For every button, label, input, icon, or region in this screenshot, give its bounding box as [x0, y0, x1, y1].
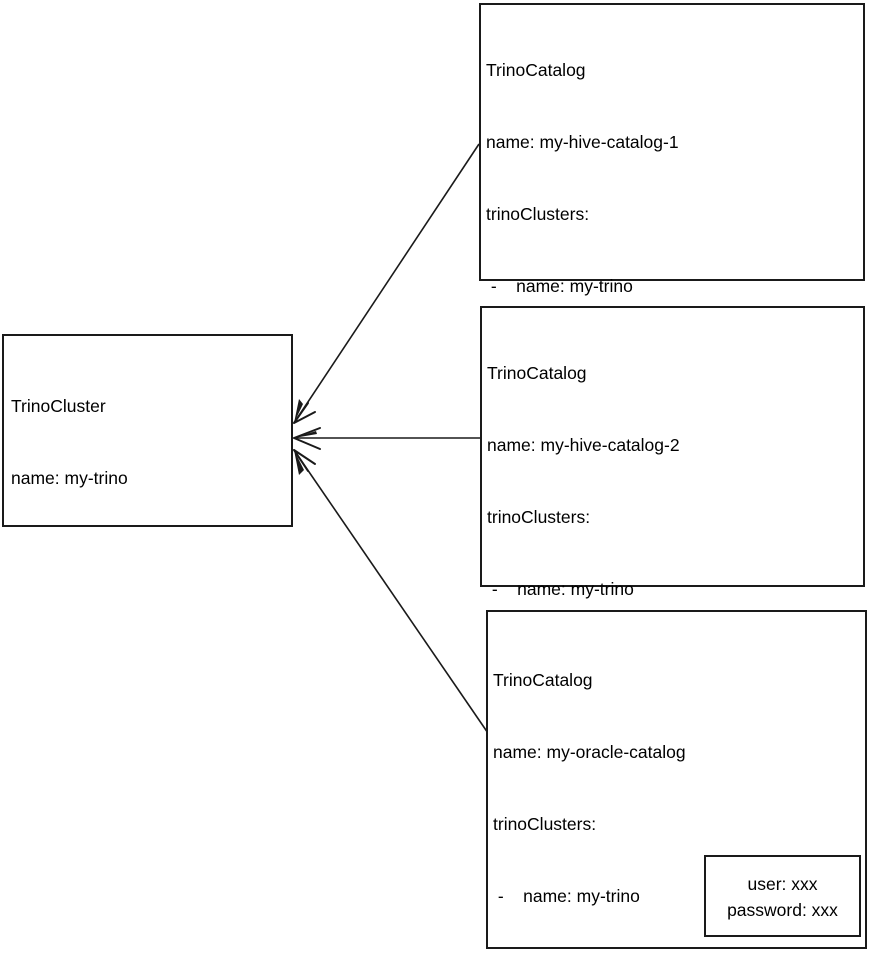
node-line: user: xxx — [747, 874, 818, 894]
node-line: name: my-hive-catalog-2 — [487, 435, 680, 455]
node-line: - name: my-trino — [487, 579, 634, 599]
node-line: - name: my-trino — [493, 886, 640, 906]
node-catalog-oracle-text: TrinoCatalog name: my-oracle-catalog tri… — [493, 620, 863, 954]
node-catalog-hive-1[interactable]: TrinoCatalog name: my-hive-catalog-1 tri… — [479, 3, 865, 656]
node-line: name: my-trino — [11, 468, 128, 488]
node-oracle-secret-text: user: xxx password: xxx — [706, 871, 859, 923]
node-line: TrinoCatalog — [487, 363, 587, 383]
node-trino-cluster[interactable]: TrinoCluster name: my-trino — [2, 334, 293, 527]
node-line: trinoClusters: — [486, 204, 590, 224]
node-line: - name: my-trino — [486, 276, 633, 296]
edge-catalog-oracle-to-cluster — [293, 449, 491, 737]
node-line: trinoClusters: — [487, 507, 591, 527]
node-line: TrinoCatalog — [493, 670, 593, 690]
node-oracle-secret[interactable]: user: xxx password: xxx — [704, 855, 861, 937]
node-catalog-hive-2[interactable]: TrinoCatalog name: my-hive-catalog-2 tri… — [480, 306, 865, 887]
node-trino-cluster-text: TrinoCluster name: my-trino — [11, 346, 289, 538]
node-line: password: xxx — [727, 900, 838, 920]
node-line: name: my-oracle-catalog — [493, 742, 686, 762]
node-line: name: my-hive-catalog-1 — [486, 132, 679, 152]
node-line: TrinoCluster — [11, 396, 106, 416]
node-catalog-oracle[interactable]: TrinoCatalog name: my-oracle-catalog tri… — [486, 610, 867, 949]
node-line: trinoClusters: — [493, 814, 597, 834]
edge-catalog-hive-2-to-cluster — [293, 427, 480, 450]
edge-catalog-hive-1-to-cluster — [293, 143, 480, 424]
node-line: TrinoCatalog — [486, 60, 586, 80]
